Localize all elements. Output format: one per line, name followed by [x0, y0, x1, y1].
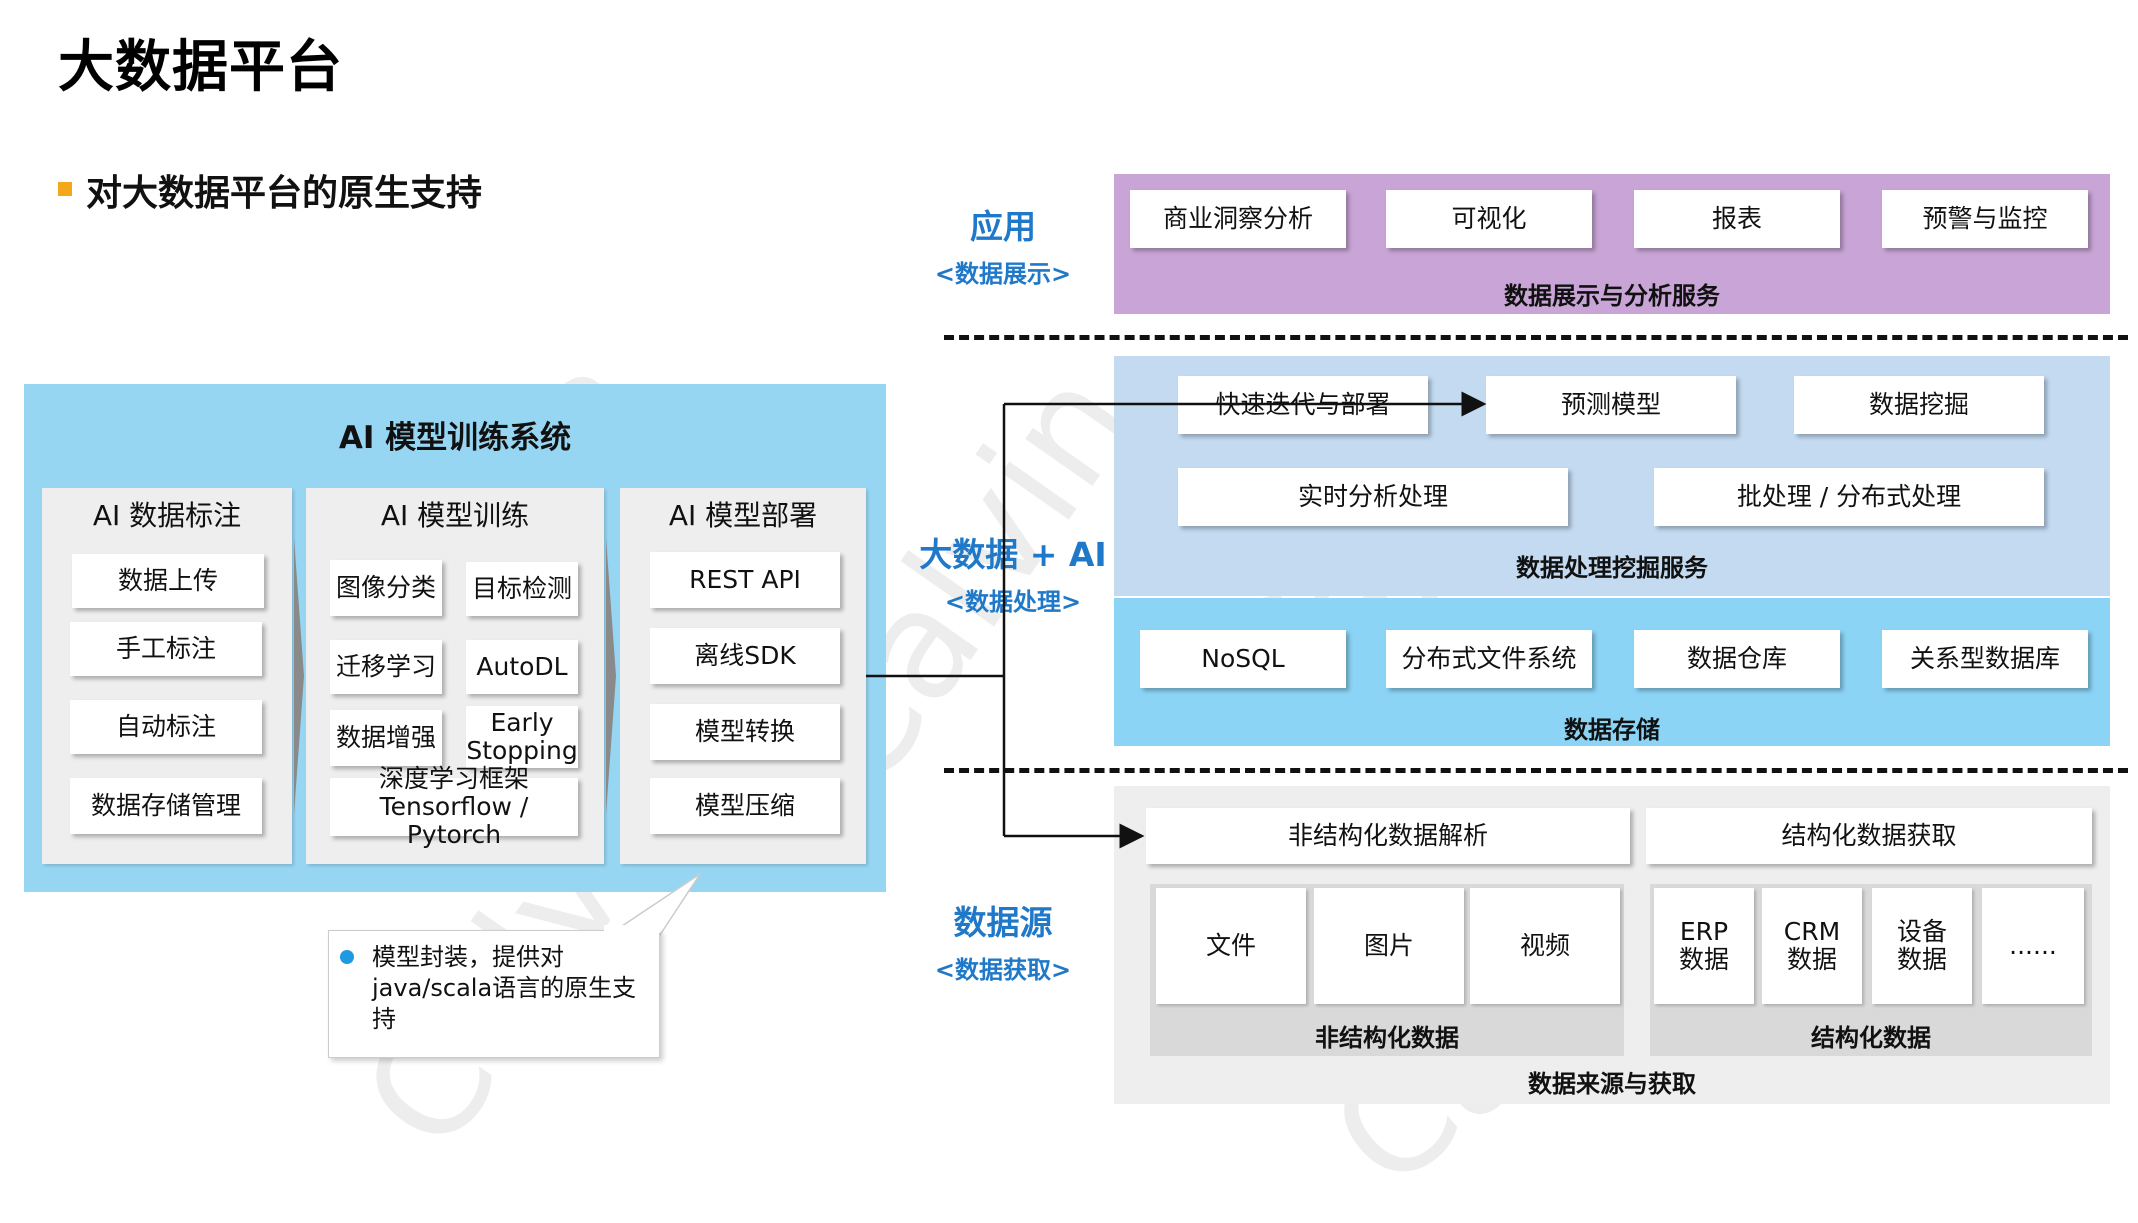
layer-separator: [944, 335, 2128, 340]
file-item[interactable]: 文件: [1156, 888, 1306, 1004]
batch-distributed-item[interactable]: 批处理 / 分布式处理: [1654, 468, 2044, 526]
object-detection-item[interactable]: 目标检测: [466, 562, 578, 616]
column-title: AI 数据标注: [92, 499, 242, 532]
page-title: 大数据平台: [58, 35, 343, 100]
more-data-item[interactable]: ......: [1982, 888, 2084, 1004]
callout-box: [328, 930, 660, 1058]
offline-sdk-item[interactable]: 离线SDK: [650, 628, 840, 684]
auto-annotation-item[interactable]: 自动标注: [70, 700, 262, 754]
column-title: AI 模型部署: [668, 499, 818, 532]
unstructured-data-label: 非结构化数据: [1315, 1024, 1459, 1052]
application-layer-title: 数据展示与分析服务: [1504, 282, 1720, 310]
callout-pointer: [604, 925, 660, 933]
rapid-iteration-item[interactable]: 快速迭代与部署: [1178, 376, 1428, 434]
manual-annotation-item[interactable]: 手工标注: [70, 622, 262, 676]
deep-learning-framework-item[interactable]: 深度学习框架 Tensorflow / Pytorch: [330, 765, 578, 849]
processing-layer-title: 数据处理挖掘服务: [1516, 554, 1708, 582]
transfer-learning-item[interactable]: 迁移学习: [330, 640, 442, 694]
model-conversion-item[interactable]: 模型转换: [650, 704, 840, 760]
visualization-item[interactable]: 可视化: [1386, 190, 1592, 248]
unstructured-parse-header[interactable]: 非结构化数据解析: [1146, 808, 1630, 864]
business-insight-item[interactable]: 商业洞察分析: [1130, 190, 1346, 248]
flow-chevron-icon: [606, 538, 616, 814]
device-data-item[interactable]: 设备 数据: [1872, 888, 1972, 1004]
application-sublabel: <数据展示>: [934, 260, 1072, 288]
data-augmentation-item[interactable]: 数据增强: [330, 710, 442, 766]
report-item[interactable]: 报表: [1634, 190, 1840, 248]
early-stopping-item[interactable]: Early Stopping: [466, 706, 578, 768]
predictive-model-item[interactable]: 预测模型: [1486, 376, 1736, 434]
realtime-analysis-item[interactable]: 实时分析处理: [1178, 468, 1568, 526]
erp-data-item[interactable]: ERP 数据: [1654, 888, 1754, 1004]
structured-fetch-header[interactable]: 结构化数据获取: [1646, 808, 2092, 864]
bullet-marker: [58, 182, 72, 196]
data-warehouse-item[interactable]: 数据仓库: [1634, 630, 1840, 688]
column-title: AI 模型训练: [380, 499, 530, 532]
nosql-item[interactable]: NoSQL: [1140, 630, 1346, 688]
data-upload-item[interactable]: 数据上传: [72, 554, 264, 608]
ai-panel-title: AI 模型训练系统: [338, 420, 572, 456]
bullet-dot-icon: [340, 950, 354, 964]
crm-data-item[interactable]: CRM 数据: [1762, 888, 1862, 1004]
application-label: 应用: [970, 207, 1036, 246]
relational-db-item[interactable]: 关系型数据库: [1882, 630, 2088, 688]
data-storage-management-item[interactable]: 数据存储管理: [70, 778, 262, 834]
page-subtitle: 对大数据平台的原生支持: [86, 173, 483, 214]
bigdata-ai-sublabel: <数据处理>: [944, 588, 1082, 616]
image-classification-item[interactable]: 图像分类: [330, 560, 442, 616]
bigdata-ai-label: 大数据 + AI: [919, 535, 1107, 574]
flow-chevron-icon: [294, 538, 304, 814]
source-layer-title: 数据来源与获取: [1528, 1070, 1696, 1098]
data-mining-item[interactable]: 数据挖掘: [1794, 376, 2044, 434]
structured-data-label: 结构化数据: [1811, 1024, 1931, 1052]
layer-separator: [944, 768, 2128, 773]
data-source-label: 数据源: [953, 903, 1053, 942]
image-item[interactable]: 图片: [1314, 888, 1464, 1004]
rest-api-item[interactable]: REST API: [650, 552, 840, 608]
video-item[interactable]: 视频: [1470, 888, 1620, 1004]
data-source-sublabel: <数据获取>: [934, 956, 1072, 984]
autodl-item[interactable]: AutoDL: [466, 640, 578, 694]
distributed-fs-item[interactable]: 分布式文件系统: [1386, 630, 1592, 688]
model-compression-item[interactable]: 模型压缩: [650, 778, 840, 834]
storage-layer-title: 数据存储: [1564, 716, 1660, 744]
callout-text: 模型封装，提供对java/scala语言的原生支持: [372, 943, 637, 1034]
alert-monitor-item[interactable]: 预警与监控: [1882, 190, 2088, 248]
